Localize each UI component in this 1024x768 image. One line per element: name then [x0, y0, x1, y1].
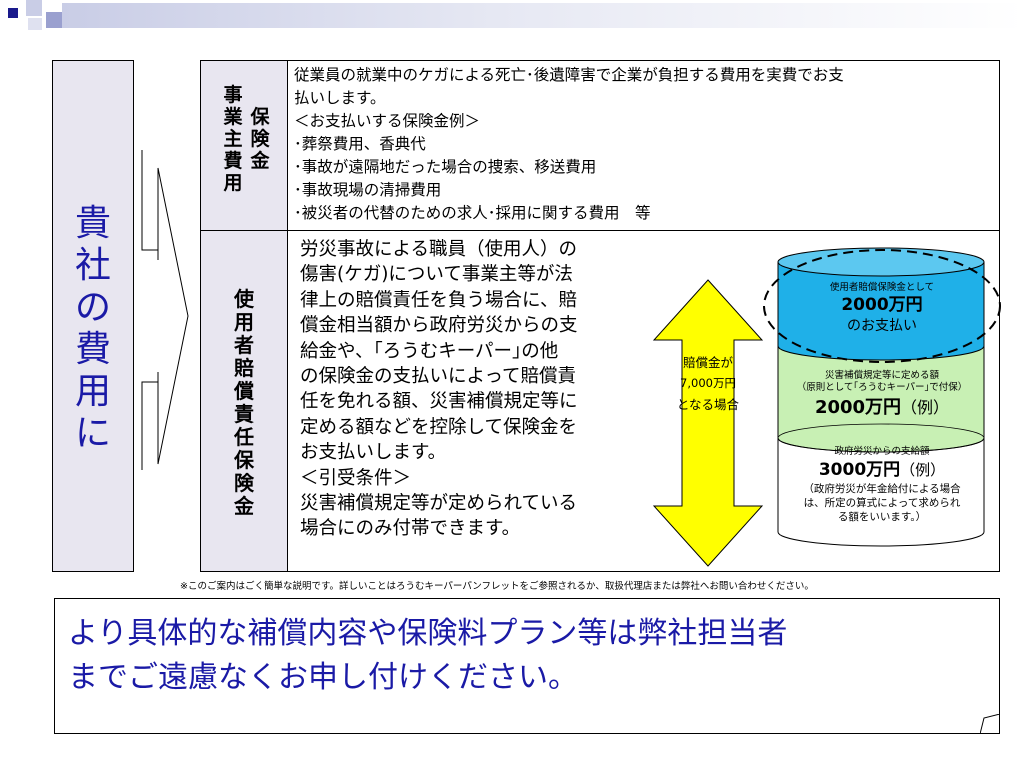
header-gradient-bar	[62, 3, 1024, 28]
square-light	[26, 0, 42, 16]
square-mid	[46, 12, 62, 28]
column-divider	[287, 61, 288, 571]
employer-cost-label-col2: 保 険 金	[250, 106, 270, 172]
employer-cost-label-col1: 事 業 主 費 用	[223, 84, 243, 194]
arrow-label: 賠償金が 7,000万円 となる場合	[676, 355, 740, 412]
employer-liability-label: 使 用 者 賠 償 責 任 保 険 金	[234, 287, 254, 518]
cylinder-top-text: 使用者賠償保険金として 2000万円 のお支払い	[829, 282, 935, 334]
slide-header-decoration	[0, 0, 1024, 30]
payment-cylinder	[763, 247, 1001, 547]
contact-note-box	[54, 598, 1000, 734]
square-pale	[28, 18, 42, 30]
square-dark	[8, 8, 18, 18]
company-cost-box: 貴 社 の 費 用 に	[52, 60, 134, 572]
folded-corner-icon	[980, 714, 1000, 734]
connector-arrow	[141, 150, 189, 470]
employer-liability-label-cell	[201, 231, 287, 571]
employer-cost-description: 従業員の就業中のケガによる死亡･後遺障害で企業が負担する費用を実費でお支 払いし…	[294, 66, 844, 222]
employer-liability-description: 労災事故による職員（使用人）の 傷害(ケガ)について事業主等が法 律上の賠償責任…	[300, 239, 578, 540]
cylinder-bottom-text: 政府労災からの支給額 3000万円（例） （政府労災が年金給付による場合 は、所…	[803, 446, 961, 523]
company-cost-label: 貴 社 の 費 用 に	[74, 203, 111, 454]
contact-note-text: より具体的な補償内容や保険料プラン等は弊社担当者 までご遠慮なくお申し付けくださ…	[68, 616, 788, 695]
double-arrow-icon	[652, 279, 764, 567]
row-divider	[201, 230, 999, 231]
footnote: ※このご案内はごく簡単な説明です。詳しいことはろうむキーパーパンフレットをご参照…	[180, 581, 814, 592]
cylinder-middle-text: 災害補償規定等に定める額 （原則として｢ろうむキーパー｣で付保） 2000万円（…	[796, 370, 968, 418]
employer-cost-label-cell	[201, 61, 287, 230]
